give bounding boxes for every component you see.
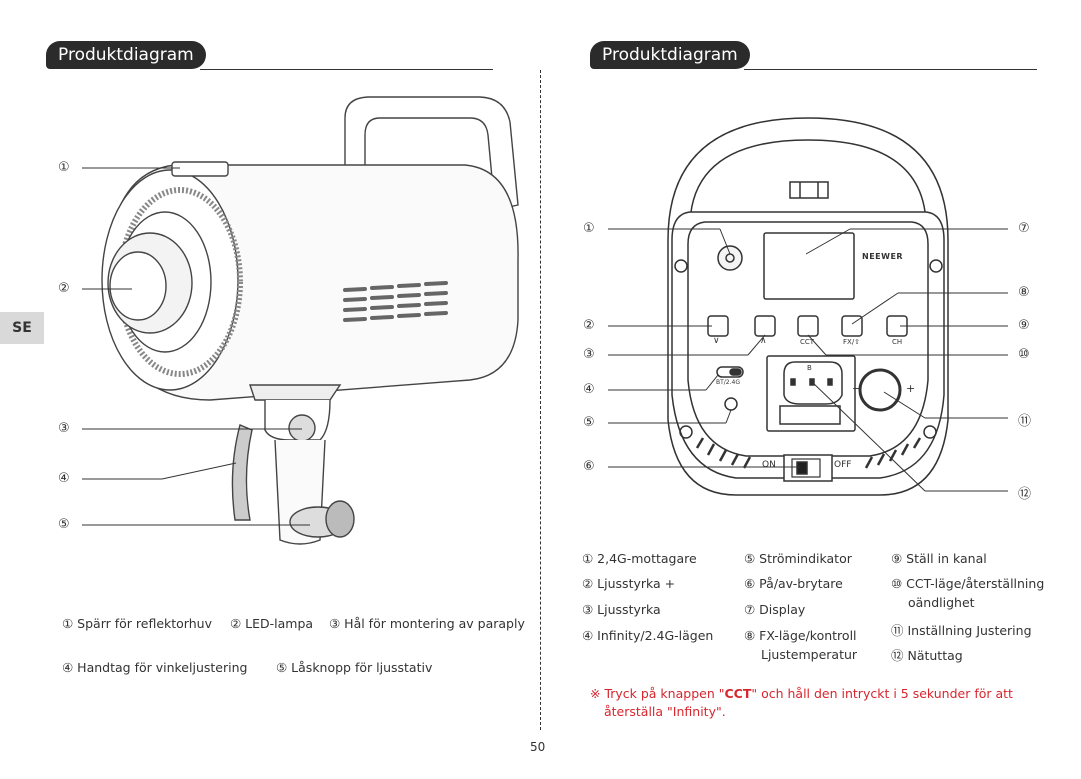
- left-legend-item-4: ④ Handtag för vinkeljustering: [62, 660, 248, 675]
- device-brand-label: NEEWER: [862, 252, 904, 261]
- right-legend-12: ⑫ Nätuttag: [891, 648, 963, 663]
- reset-note-line2: återställa "Infinity".: [604, 704, 726, 719]
- right-legend-4: ④ Infinity/2.4G-lägen: [582, 628, 714, 643]
- language-tab: SE: [0, 312, 44, 344]
- right-legend-8-cont: Ljustemperatur: [761, 647, 858, 662]
- knob-plus-label: +: [906, 382, 916, 395]
- right-legend-11: ⑪ Inställning Justering: [891, 623, 1032, 638]
- right-legend-9: ⑨ Ställ in kanal: [891, 551, 987, 566]
- left-callout-4: ④: [58, 471, 70, 486]
- button-fx-label: FX/⇧: [843, 338, 861, 346]
- right-callout-9: ⑨: [1018, 318, 1030, 333]
- power-switch-off-label: OFF: [834, 460, 852, 470]
- right-section-title: Produktdiagram: [590, 41, 750, 69]
- right-title-rule: [744, 69, 1037, 70]
- button-ch-label: CH: [892, 338, 903, 346]
- socket-letter-label: B: [807, 364, 812, 372]
- receiver-mode-label: BT/2.4G: [716, 379, 740, 386]
- left-callout-3: ③: [58, 421, 70, 436]
- left-legend-item-2: ② LED-lampa: [230, 616, 314, 631]
- left-legend-item-3: ③ Hål för montering av paraply: [329, 616, 525, 631]
- button-up-label: ∧: [760, 336, 767, 346]
- right-legend-6: ⑥ På/av-brytare: [744, 576, 843, 591]
- right-callout-6: ⑥: [583, 459, 595, 474]
- right-callout-4: ④: [583, 382, 595, 397]
- reset-note-prefix: ※ Tryck på knappen ": [590, 686, 725, 701]
- button-cct-label: CCT: [800, 338, 815, 346]
- left-section-title: Produktdiagram: [46, 41, 206, 69]
- right-legend-8: ⑧ FX-läge/kontroll: [744, 628, 857, 643]
- right-callout-10: ⑩: [1018, 347, 1030, 362]
- right-callout-8: ⑧: [1018, 285, 1030, 300]
- right-legend-10: ⑩ CCT-läge/återställning: [891, 576, 1045, 591]
- left-legend-item-1: ① Spärr för reflektorhuv: [62, 616, 212, 631]
- right-legend-2: ② Ljusstyrka +: [582, 576, 676, 591]
- right-callout-11: ⑪: [1018, 414, 1032, 429]
- left-callout-1: ①: [58, 160, 70, 175]
- right-legend-5: ⑤ Strömindikator: [744, 551, 852, 566]
- left-title-rule: [200, 69, 493, 70]
- page-number: 50: [530, 740, 546, 754]
- right-callout-12: ⑫: [1018, 487, 1032, 502]
- right-callout-2: ②: [583, 318, 595, 333]
- right-legend-1: ① 2,4G-mottagare: [582, 551, 697, 566]
- right-callout-7: ⑦: [1018, 221, 1030, 236]
- right-legend-3: ③ Ljusstyrka: [582, 602, 661, 617]
- right-legend-7: ⑦ Display: [744, 602, 806, 617]
- button-down-label: ∨: [713, 336, 720, 346]
- knob-minus-label: −: [852, 382, 862, 395]
- reset-note: ※ Tryck på knappen "CCT" och håll den in…: [590, 685, 1050, 721]
- left-callout-5: ⑤: [58, 517, 70, 532]
- power-switch-on-label: ON: [762, 460, 776, 470]
- left-legend-item-5: ⑤ Låsknopp för ljusstativ: [276, 660, 433, 675]
- page-divider: [540, 70, 541, 730]
- right-legend-10-cont: oändlighet: [908, 595, 975, 610]
- left-callout-2: ②: [58, 281, 70, 296]
- reset-note-suffix: " och håll den intryckt i 5 sekunder för…: [751, 686, 1013, 701]
- reset-note-key: CCT: [724, 686, 752, 701]
- right-callout-5: ⑤: [583, 415, 595, 430]
- right-callout-1: ①: [583, 221, 595, 236]
- right-callout-3: ③: [583, 347, 595, 362]
